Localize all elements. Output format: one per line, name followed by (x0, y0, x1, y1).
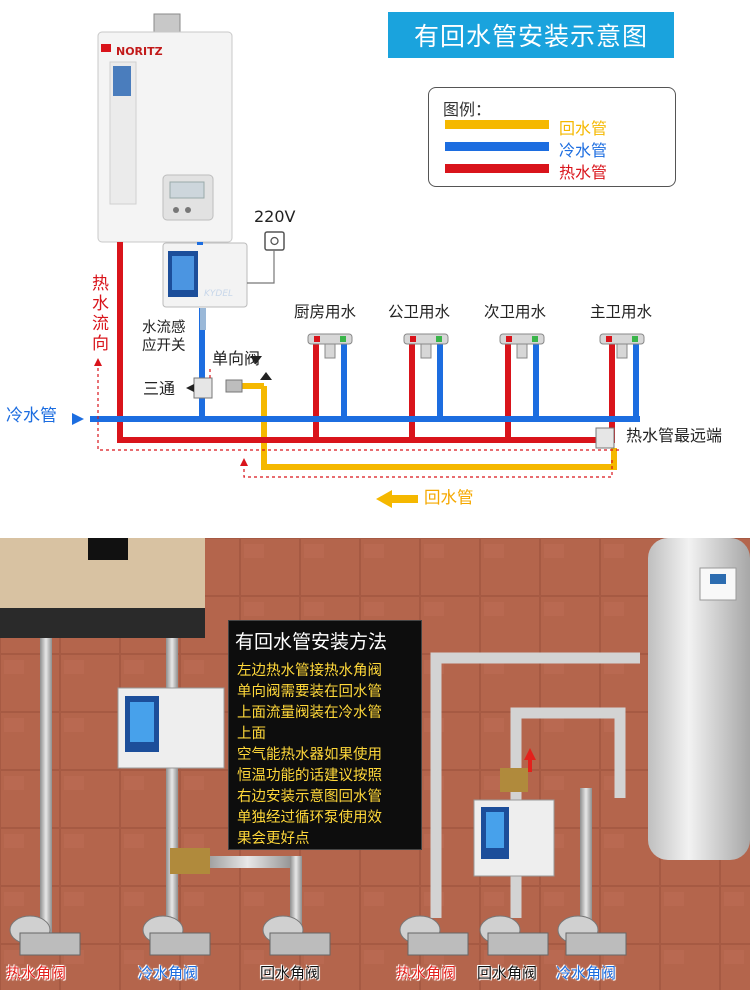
legend-title: 图例： (443, 100, 492, 119)
note-line: 上面流量阀装在冷水管 (237, 705, 382, 721)
flow-switch-line: 水流感 (142, 320, 186, 336)
heater-brand-label: NORITZ (116, 45, 163, 58)
legend-swatch-cold (445, 142, 549, 151)
note-line: 左边热水管接热水角阀 (237, 663, 382, 679)
second-bath-label: 次卫用水 (484, 303, 547, 321)
hot-flow-direction-label: 热 水 流 向 (92, 274, 114, 354)
note-title: 有回水管安装方法 (235, 631, 388, 653)
legend: 图例： 回水管 冷水管 热水管 (428, 87, 676, 187)
public-bath-label: 公卫用水 (388, 303, 451, 321)
bottom-label-return-valve: 回水角阀 (477, 964, 538, 982)
hot-flow-char: 热 (92, 274, 109, 294)
flow-switch-label: 水流感 应开关 (142, 319, 186, 355)
check-valve-label: 单向阀 (212, 349, 261, 368)
bottom-label-cold-valve: 冷水角阀 (556, 964, 617, 982)
legend-item-hot: 热水管 (445, 158, 675, 182)
note-line: 恒温功能的话建议按照 (237, 768, 382, 784)
return-pipe-label: 回水管 (424, 488, 474, 507)
circulation-pump (162, 242, 248, 308)
hot-flow-char: 水 (92, 294, 109, 314)
cold-pipe-label: 冷水管 (6, 406, 57, 426)
tee-label: 三通 (143, 379, 176, 398)
hot-flow-char: 向 (92, 334, 109, 354)
plumbing-diagram (72, 13, 645, 508)
legend-label-return: 回水管 (559, 119, 608, 138)
hot-water-pipe (117, 242, 615, 443)
note-line: 果会更好点 (237, 831, 310, 847)
cold-inlet-arrow-icon (72, 413, 84, 425)
faucet-icons (307, 333, 645, 359)
check-valve-icon (225, 379, 243, 393)
return-pipe (261, 386, 617, 470)
bottom-label-return-valve: 回水角阀 (260, 964, 321, 982)
legend-label-cold: 冷水管 (559, 141, 608, 160)
return-arrow-icon (376, 490, 418, 508)
flow-switch-line: 应开关 (142, 338, 186, 354)
air-source-tank (648, 538, 750, 860)
installation-note: 有回水管安装方法 左边热水管接热水角阀 单向阀需要装在回水管 上面流量阀装在冷水… (228, 620, 422, 850)
kitchen-label: 厨房用水 (294, 303, 357, 321)
note-line: 单向阀需要装在回水管 (237, 684, 382, 700)
power-socket-icon (264, 231, 285, 251)
bottom-label-hot-valve: 热水角阀 (6, 964, 67, 982)
legend-swatch-return (445, 120, 549, 129)
legend-swatch-hot (445, 164, 549, 173)
master-bath-label: 主卫用水 (590, 303, 653, 321)
flow-arrow-icon (524, 748, 536, 772)
voltage-label: 220V (254, 207, 296, 226)
note-line: 右边安装示意图回水管 (237, 789, 382, 805)
note-line: 上面 (237, 726, 266, 742)
tee-fitting-icon (193, 377, 213, 399)
bottom-label-hot-valve: 热水角阀 (396, 964, 457, 982)
water-heater (97, 13, 233, 243)
farthest-end-label: 热水管最远端 (626, 426, 723, 445)
legend-label-hot: 热水管 (559, 163, 608, 182)
legend-item-return: 回水管 (445, 114, 675, 138)
legend-item-cold: 冷水管 (445, 136, 675, 160)
hot-flow-char: 流 (92, 314, 109, 334)
pump-brand-label: KYDEL (204, 289, 234, 299)
diagram-title: 有回水管安装示意图 (388, 12, 674, 58)
note-line: 空气能热水器如果使用 (237, 747, 382, 763)
bottom-label-cold-valve: 冷水角阀 (138, 964, 199, 982)
note-line: 单独经过循环泵使用效 (237, 810, 382, 826)
